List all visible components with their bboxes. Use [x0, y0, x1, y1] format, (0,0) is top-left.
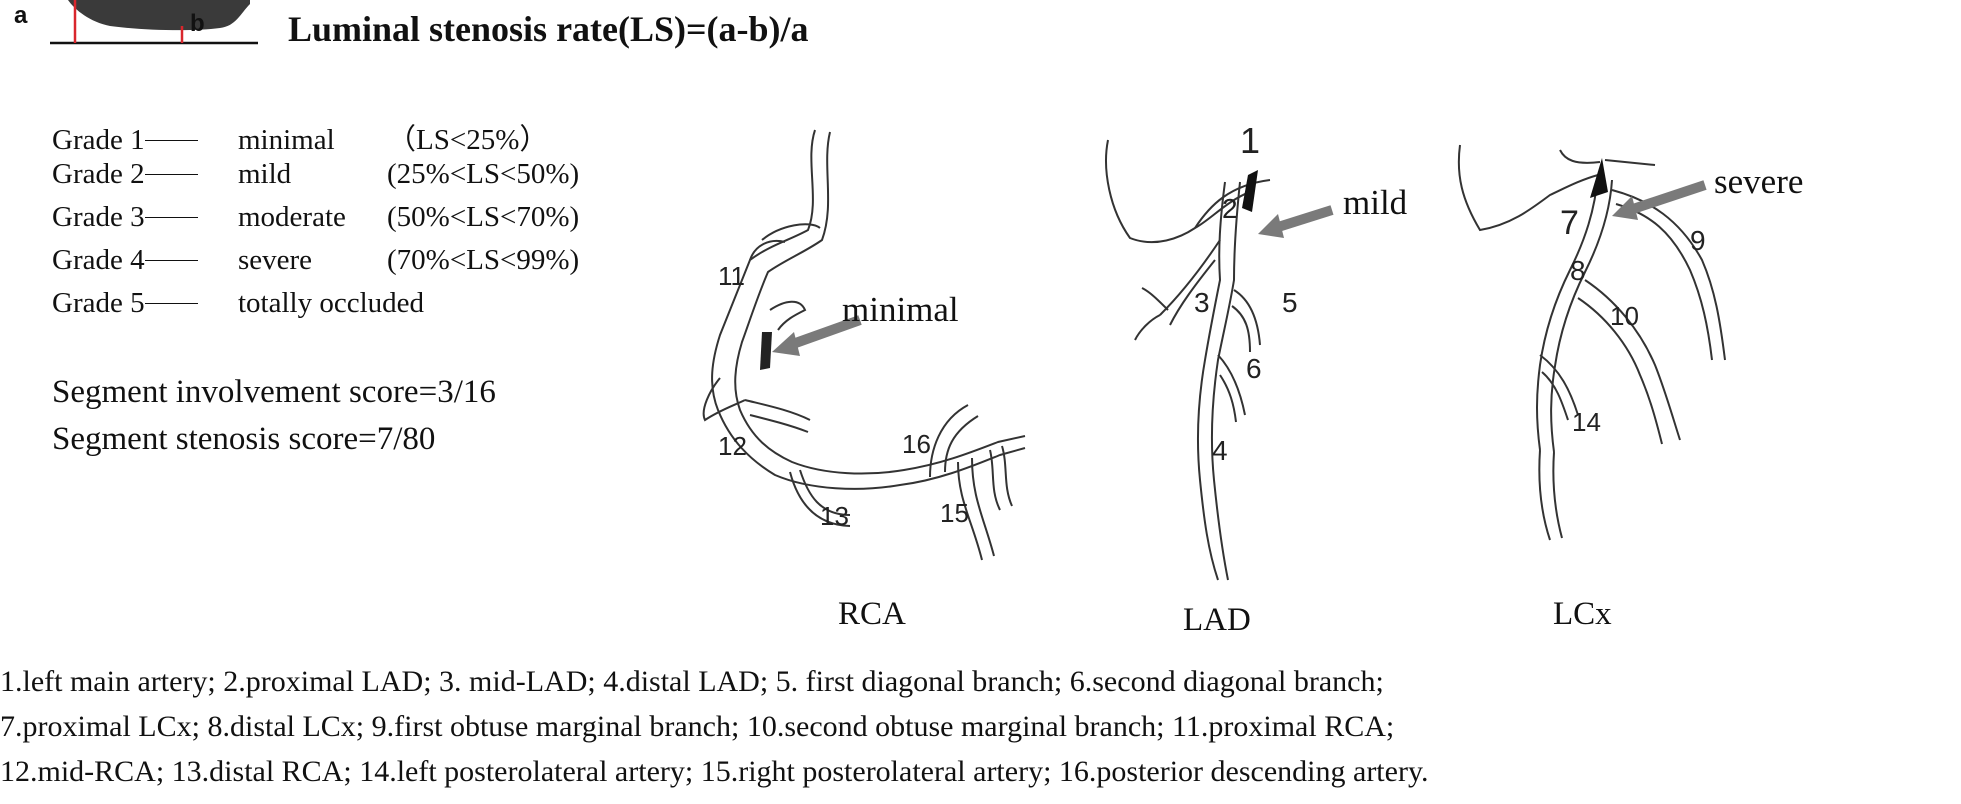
lad-vessel-outline — [1134, 239, 1221, 341]
label-b: b — [190, 10, 205, 37]
lcx-segment-number: 7 — [1560, 204, 1579, 242]
lad-segment-number: 3 — [1194, 287, 1210, 318]
lad-vessel-outline — [1210, 181, 1241, 581]
grade-range: (50%<LS<70%) — [387, 201, 580, 233]
lad-label: LAD — [1183, 602, 1251, 638]
rca-vessel-outline — [769, 300, 807, 331]
grade-name: moderate — [238, 201, 346, 233]
lcx-vessel-outline — [1550, 179, 1613, 453]
lcx-annotation-arrow — [1628, 180, 1707, 215]
label-a: a — [14, 2, 28, 29]
lcx-vessel-outline — [1536, 174, 1599, 451]
rca-vessel-outline — [702, 377, 746, 422]
rca-vessel-outline — [749, 223, 821, 261]
lcx-segment-number: 9 — [1690, 225, 1706, 256]
grade-range: （LS<25%） — [387, 124, 549, 156]
grade-dash — [144, 217, 198, 219]
lad-annotation-arrowhead — [1258, 214, 1284, 238]
rca-annotation-label: minimal — [842, 290, 959, 329]
lcx-diagram: 7 9 8 10 14 — [1457, 144, 1726, 541]
grade-label: Grade 1 — [52, 124, 238, 157]
grade-dash — [144, 260, 198, 262]
page-title: Luminal stenosis rate(LS)=(a-b)/a — [288, 9, 809, 49]
lcx-vessel-outline — [1577, 279, 1681, 445]
lad-annotation-label: mild — [1343, 183, 1408, 222]
rca-segment-number: 15 — [940, 498, 969, 528]
rca-vessel-outline — [929, 404, 979, 478]
grade-range: (25%<LS<50%) — [387, 158, 580, 190]
rca-vessel-outline — [989, 445, 1013, 511]
lcx-annotation-arrowhead — [1612, 196, 1638, 220]
rca-vessel-outline — [957, 457, 995, 561]
segment-stenosis-score: Segment stenosis score=7/80 — [52, 421, 436, 457]
grade-range: (70%<LS<99%) — [387, 244, 580, 276]
rca-segment-number: 13 — [820, 501, 849, 531]
legend-line-3: 12.mid-RCA; 13.distal RCA; 14.left poste… — [0, 755, 1429, 788]
lad-vessel-outline — [1217, 354, 1246, 423]
rca-annotation-arrow — [788, 315, 862, 350]
grade-label: Grade 4 — [52, 244, 238, 277]
grade-label: Grade 5 — [52, 287, 238, 320]
grade-label: Grade 3 — [52, 201, 238, 234]
grade-label: Grade 2 — [52, 158, 238, 191]
lcx-vessel-outline — [1559, 149, 1656, 166]
lcx-vessel-outline — [1539, 354, 1579, 421]
rca-vessel-outline — [711, 129, 1026, 490]
lcx-vessel-outline — [1538, 449, 1563, 541]
rca-vessel-outline — [734, 131, 1026, 475]
rca-plaque — [760, 332, 772, 370]
lcx-segment-number: 14 — [1572, 407, 1601, 437]
grade-name: severe — [238, 244, 313, 276]
rca-vessel-outline — [744, 399, 811, 433]
segment-involvement-score: Segment involvement score=3/16 — [52, 374, 496, 410]
lad-vessel-outline — [1196, 181, 1226, 581]
rca-annotation-arrowhead — [772, 332, 800, 356]
lcx-annotation-label: severe — [1714, 162, 1804, 201]
grade-dash — [144, 303, 198, 305]
lcx-segment-number: 8 — [1570, 255, 1586, 286]
lad-segment-number: 1 — [1240, 120, 1260, 161]
grade-dash — [144, 174, 198, 176]
rca-vessel-outline — [789, 469, 851, 527]
lad-segment-number: 2 — [1222, 193, 1238, 224]
vessel-schematic — [50, 0, 258, 45]
lad-plaque — [1242, 170, 1258, 212]
legend-line-1: 1.left main artery; 2.proximal LAD; 3. m… — [0, 665, 1384, 698]
plaque-shape — [68, 0, 250, 31]
lad-segment-number: 5 — [1282, 287, 1298, 318]
lcx-segment-number: 10 — [1610, 301, 1639, 331]
lad-vessel-outline — [1105, 139, 1251, 244]
lad-vessel-outline — [1231, 289, 1261, 353]
grade-name: minimal — [238, 124, 335, 156]
lad-annotation-arrow — [1273, 205, 1334, 233]
rca-segment-number: 12 — [718, 431, 747, 461]
lcx-vessel-outline — [1457, 144, 1599, 232]
grade-name: totally occluded — [238, 287, 425, 319]
legend-line-2: 7.proximal LCx; 8.distal LCx; 9.first ob… — [0, 710, 1395, 743]
lad-segment-number: 6 — [1246, 353, 1262, 384]
lad-diagram: 1 2 3 5 6 4 — [1105, 120, 1334, 581]
rca-diagram: 11 12 13 15 16 — [702, 129, 1026, 561]
grade-dash — [144, 140, 198, 142]
rca-label: RCA — [838, 596, 906, 632]
grade-name: mild — [238, 158, 292, 190]
lcx-label: LCx — [1553, 596, 1612, 632]
rca-segment-number: 11 — [718, 261, 745, 291]
rca-segment-number: 16 — [902, 429, 931, 459]
lad-segment-number: 4 — [1212, 435, 1228, 466]
lcx-plaque — [1590, 158, 1608, 198]
